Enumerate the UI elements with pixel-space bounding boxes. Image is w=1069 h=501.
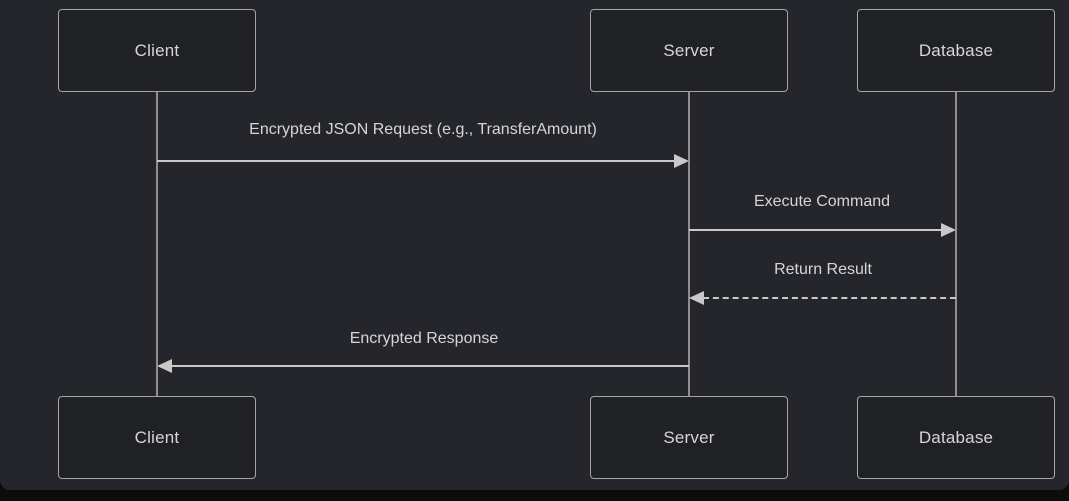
arrowhead-left-icon (157, 359, 172, 373)
lifeline-server (688, 92, 690, 396)
actor-top-server: Server (590, 9, 788, 92)
actor-label-server: Server (663, 427, 715, 447)
message-label-return-result: Return Result (774, 261, 872, 278)
message-line-execute-command (689, 229, 942, 231)
actor-label-database: Database (918, 427, 994, 447)
arrowhead-right-icon (941, 223, 956, 237)
actor-label-client: Client (134, 427, 180, 447)
actor-bottom-database: Database (857, 396, 1055, 479)
page-bottom-strip (0, 490, 1069, 501)
actor-bottom-client: Client (58, 396, 256, 479)
actor-top-database: Database (857, 9, 1055, 92)
message-line-encrypted-response (171, 365, 689, 367)
lifeline-database (955, 92, 957, 396)
message-line-return-result (703, 297, 956, 299)
lifeline-client (156, 92, 158, 396)
message-line-encrypted-json-request (157, 160, 675, 162)
message-label-execute-command: Execute Command (753, 193, 891, 210)
actor-bottom-server: Server (590, 396, 788, 479)
arrowhead-left-icon (689, 291, 704, 305)
message-label-encrypted-response: Encrypted Response (349, 330, 499, 347)
message-label-encrypted-json-request: Encrypted JSON Request (e.g., TransferAm… (249, 121, 597, 138)
actor-label-database: Database (918, 40, 994, 60)
actor-label-server: Server (663, 40, 715, 60)
actor-top-client: Client (58, 9, 256, 92)
arrowhead-right-icon (674, 154, 689, 168)
actor-label-client: Client (134, 40, 180, 60)
